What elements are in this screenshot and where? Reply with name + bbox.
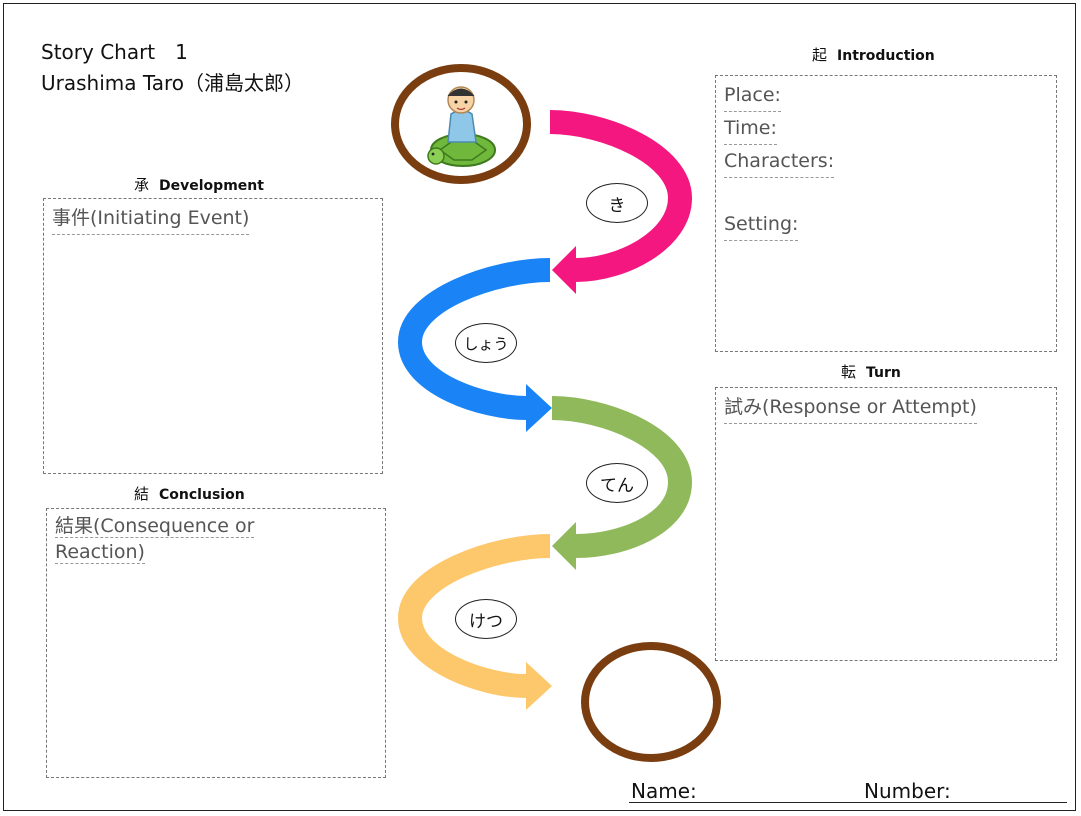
ketsu-label: けつ [455,599,517,639]
sho-arrowhead [526,384,552,432]
development-kanji: 承 [134,176,150,194]
turn-heading: 転 Turn [841,361,901,382]
ketsu-arrowhead [526,662,552,710]
setting-field: Setting: [724,209,799,241]
urashima-on-turtle-illustration [427,86,496,167]
introduction-label: Introduction [837,48,935,64]
turn-box[interactable]: 試み(Response or Attempt) [715,387,1057,661]
turn-kanji: 転 [841,363,857,381]
ki-label: き [586,183,648,223]
sho-label: しょう [455,323,517,363]
number-label: Number: [864,779,951,803]
introduction-box[interactable]: Place: Time: Characters: Setting: [715,75,1057,352]
characters-field: Characters: [724,146,835,178]
end-circle [581,642,721,762]
development-box[interactable]: 事件(Initiating Event) [43,198,383,474]
consequence-line-1: 結果(Consequence or [55,515,255,538]
story-title: Urashima Taro（浦島太郎） [41,71,305,95]
introduction-kanji: 起 [812,46,828,64]
conclusion-heading: 結 Conclusion [134,483,245,504]
place-field: Place: [724,80,781,112]
introduction-heading: 起 Introduction [812,44,935,65]
ki-arrowhead [552,246,576,294]
ketsu-arrow [397,534,551,698]
development-label: Development [159,178,264,194]
ki-arrow [549,110,693,282]
consequence-field: 結果(Consequence or Reaction) [55,513,377,565]
ten-label: てん [586,463,648,503]
development-heading: 承 Development [134,174,264,195]
conclusion-box[interactable]: 結果(Consequence or Reaction) [46,508,386,778]
ten-arrow [551,396,693,558]
attempt-field: 試み(Response or Attempt) [724,392,977,424]
consequence-line-2: Reaction) [55,541,145,564]
conclusion-kanji: 結 [134,485,150,503]
turn-label: Turn [866,365,901,381]
conclusion-label: Conclusion [159,487,245,503]
signature-underline [629,802,1067,803]
sho-arrow [397,258,551,420]
story-flow-diagram [391,64,721,762]
name-label: Name: [631,779,697,803]
worksheet-frame: Story Chart 1 Urashima Taro（浦島太郎） 起 Intro… [3,3,1076,811]
initiating-event-field: 事件(Initiating Event) [52,203,250,235]
time-field: Time: [724,113,777,145]
worksheet-title: Story Chart 1 [41,40,188,64]
ten-arrowhead [552,522,576,570]
